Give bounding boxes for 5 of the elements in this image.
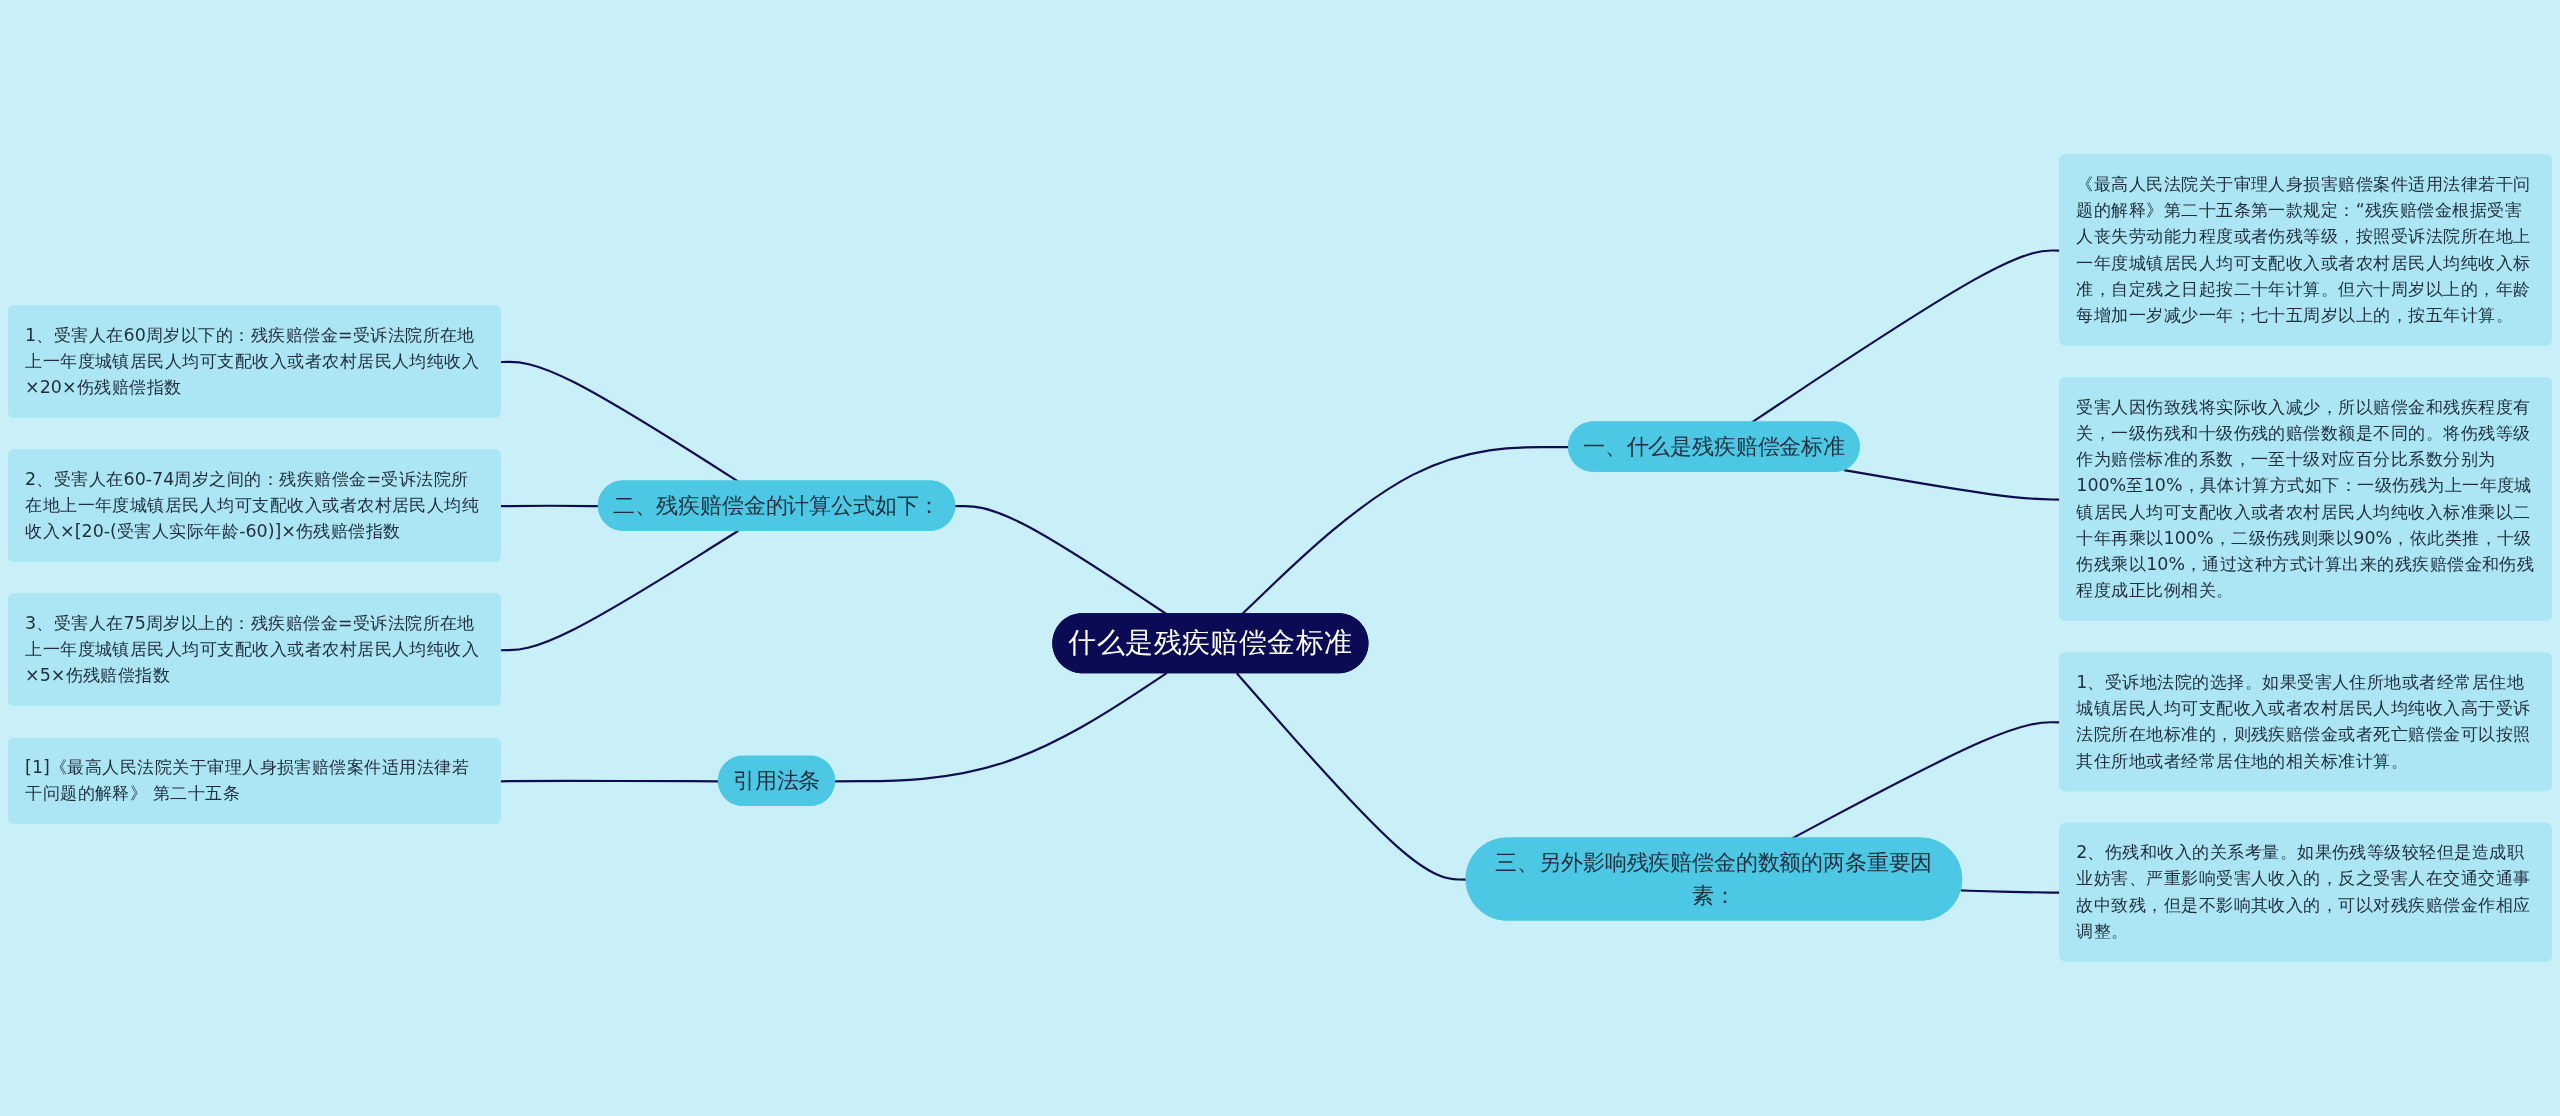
connector: [500, 504, 599, 508]
connector: [500, 360, 739, 483]
connector: [835, 672, 1168, 783]
connector: [1235, 672, 1467, 881]
connector: [500, 529, 739, 652]
